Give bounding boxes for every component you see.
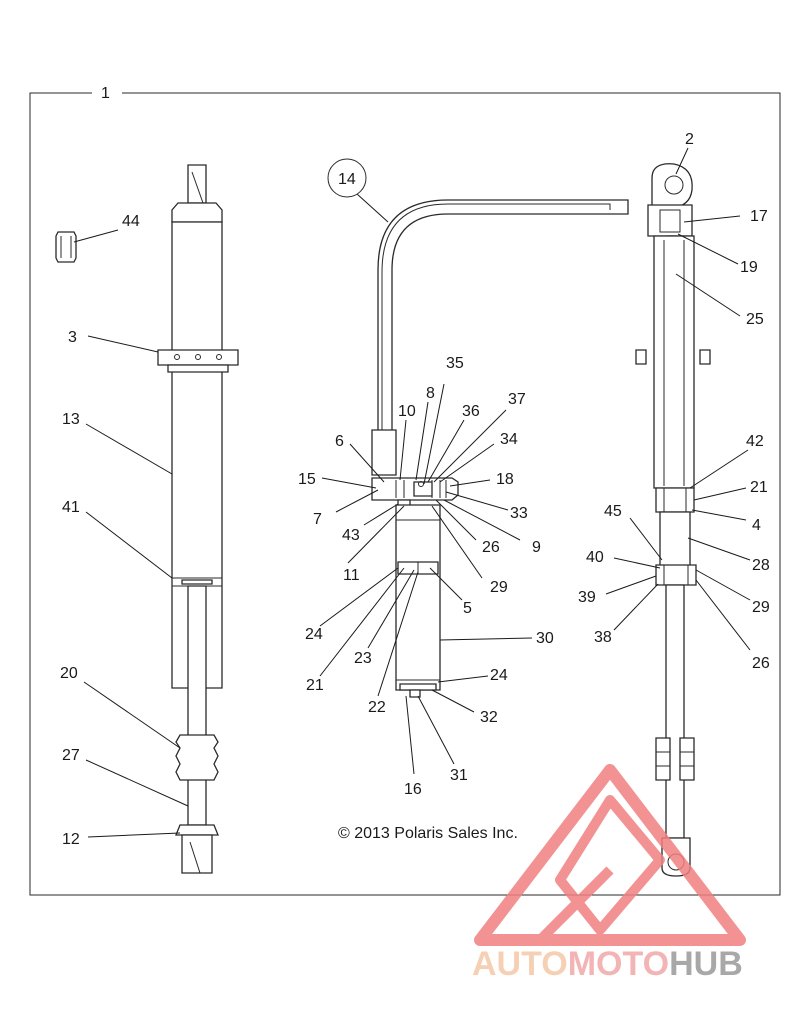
nut-part-44 — [55, 231, 77, 263]
callout: 14 — [338, 171, 356, 188]
callout: 3 — [68, 329, 77, 346]
callout: 21 — [750, 479, 768, 496]
callout: 35 — [446, 355, 464, 372]
callout: 39 — [578, 589, 596, 606]
watermark-logo: AUTOMOTOHUB — [472, 764, 746, 983]
diagram-frame — [29, 92, 781, 896]
callout: 21 — [306, 677, 324, 694]
callout: 26 — [482, 539, 500, 556]
callout: 31 — [450, 767, 468, 784]
left-shock-assembly — [157, 164, 239, 874]
callout: 29 — [752, 599, 770, 616]
callout: 27 — [62, 747, 80, 764]
watermark-text: AUTOMOTOHUB — [472, 945, 743, 983]
center-reservoir-assembly — [371, 199, 629, 698]
callout: 11 — [343, 567, 360, 584]
callout: 8 — [426, 385, 435, 402]
callout: 10 — [398, 403, 416, 420]
callout: 24 — [305, 626, 323, 643]
callout: 26 — [752, 655, 770, 672]
callout: 40 — [586, 549, 604, 566]
callout: 43 — [342, 527, 360, 544]
callout: 15 — [298, 471, 316, 488]
callout: 2 — [685, 131, 694, 148]
copyright-notice: © 2013 Polaris Sales Inc. — [338, 825, 518, 842]
callout: 44 — [122, 213, 140, 230]
callout: 33 — [510, 505, 528, 522]
callout: 22 — [368, 699, 386, 716]
callout: 16 — [404, 781, 422, 798]
callout: 20 — [60, 665, 78, 682]
callout: 7 — [313, 511, 322, 528]
leader-lines — [73, 147, 751, 838]
callout: 6 — [335, 433, 344, 450]
callout: 37 — [508, 391, 526, 408]
callout: 4 — [752, 517, 761, 534]
callout: 32 — [480, 709, 498, 726]
callout: 12 — [62, 831, 80, 848]
watermark-hub: HUB — [669, 945, 743, 983]
callout: 30 — [536, 630, 554, 647]
callout: 25 — [746, 311, 764, 328]
frame-label: 1 — [101, 85, 110, 102]
callout: 19 — [740, 259, 758, 276]
triangle-logo-icon — [474, 764, 746, 946]
callout-circle-14 — [327, 158, 367, 198]
callout: 34 — [500, 431, 518, 448]
watermark-moto: MOTO — [568, 945, 669, 983]
callout: 36 — [462, 403, 480, 420]
callout: 41 — [62, 499, 80, 516]
right-shock-assembly — [635, 163, 711, 877]
callout: 38 — [594, 629, 612, 646]
callout: 45 — [604, 503, 622, 520]
callout: 29 — [490, 579, 508, 596]
callout: 23 — [354, 650, 372, 667]
callout: 24 — [490, 667, 508, 684]
callout: 13 — [62, 411, 80, 428]
callout: 28 — [752, 557, 770, 574]
callout: 5 — [463, 600, 472, 617]
callout: 17 — [750, 208, 768, 225]
callout: 42 — [746, 433, 764, 450]
callout: 9 — [532, 539, 541, 556]
watermark-auto: AUTO — [472, 945, 568, 983]
callout-labels: 1 2 3 4 5 6 7 8 9 10 11 12 13 14 15 16 1… — [60, 85, 770, 848]
callout: 18 — [496, 471, 514, 488]
